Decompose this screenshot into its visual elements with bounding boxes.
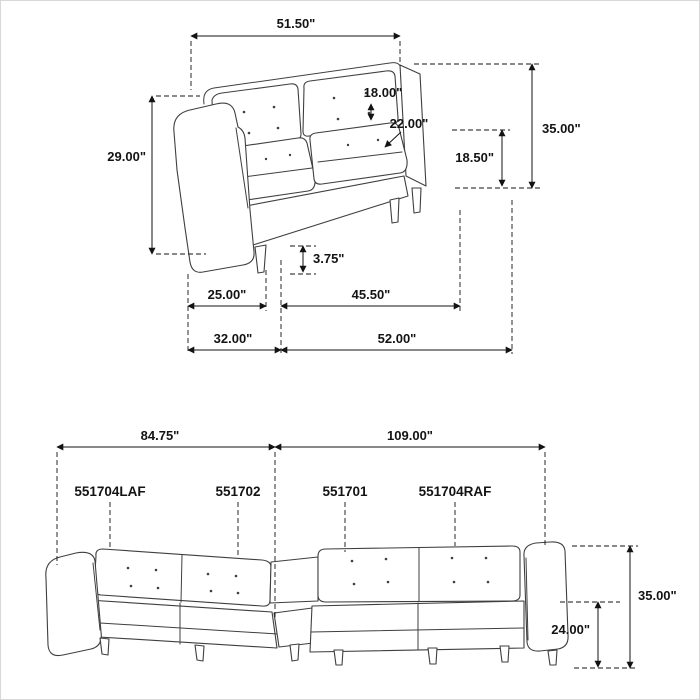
dim-arm-front-depth: 25.00": [187, 270, 267, 354]
dim-label-right-section-width: 109.00": [387, 428, 433, 443]
seat-cushion-right: [309, 122, 408, 185]
part-label-armless: 551702: [215, 484, 260, 499]
seat-cushion-left-crease: [235, 167, 313, 179]
tuft-buttons-left-back: [126, 566, 240, 595]
dim-label-left-section-width: 84.75": [141, 428, 180, 443]
dim-back-width: 51.50": [190, 16, 401, 90]
dim-label-seat-depth: 22.00": [390, 116, 429, 131]
dim-right-section-width: 109.00": [274, 428, 546, 548]
sectional-right-arm: [523, 541, 569, 652]
sofa-left-arm-inner: [235, 127, 249, 209]
part-labels: 551704LAF 551702 551701 551704RAF: [74, 484, 491, 558]
left-back-divider: [180, 554, 183, 603]
dim-back-cushion: 18.00": [364, 85, 403, 121]
dim-overall-width: 52.00": [280, 200, 513, 354]
sectional-right-arm-inner: [525, 557, 529, 641]
dim-sectional-overall-height: 35.00": [572, 545, 677, 669]
dim-arm-height: 29.00": [107, 95, 206, 255]
dim-label-seat-height: 18.50": [455, 150, 494, 165]
dim-overall-height: 35.00": [414, 63, 581, 189]
seat-cushion-right-crease: [317, 151, 403, 163]
dim-left-section-width: 84.75": [56, 428, 276, 620]
sofa-left-arm: [173, 102, 255, 273]
sectional-left-arm-inner: [92, 562, 101, 631]
part-label-laf: 551704LAF: [74, 484, 145, 499]
part-label-corner: 551701: [322, 484, 368, 499]
left-back-cushions: [93, 548, 272, 607]
part-label-raf: 551704RAF: [419, 484, 492, 499]
dim-label-sectional-overall-height: 35.00": [638, 588, 677, 603]
tuft-buttons-right-back: [350, 556, 490, 586]
dim-seat-width: 45.50": [280, 210, 461, 354]
tuft-buttons-seat: [264, 138, 380, 161]
dim-overall-depth: 32.00": [187, 331, 282, 354]
dim-label-back-cushion: 18.00": [364, 85, 403, 100]
corner-back: [269, 556, 319, 604]
dim-leg-height: 3.75": [290, 245, 344, 275]
dim-label-leg-height: 3.75": [313, 251, 344, 266]
dim-label-back-width: 51.50": [277, 16, 316, 31]
sectional-legs: [99, 637, 558, 666]
dim-label-overall-height: 35.00": [542, 121, 581, 136]
dim-label-overall-depth: 32.00": [214, 331, 253, 346]
sofa-legs: [254, 187, 422, 274]
dim-label-sectional-seat-back-height: 24.00": [551, 622, 590, 637]
sectional-drawing: [45, 541, 569, 666]
dim-seat-depth: 22.00": [384, 116, 429, 148]
left-seat-crease: [83, 621, 279, 635]
dim-seat-height: 18.50": [452, 129, 510, 187]
sectional-left-arm: [45, 551, 102, 657]
dim-label-overall-width: 52.00": [378, 331, 417, 346]
loveseat-drawing: [173, 62, 427, 274]
dim-label-arm-height: 29.00": [107, 149, 146, 164]
dim-label-arm-front-depth: 25.00": [208, 287, 247, 302]
dim-sectional-seat-back-height: 24.00": [551, 601, 620, 668]
dim-label-seat-width: 45.50": [352, 287, 391, 302]
right-seat-cushions: [309, 600, 525, 653]
